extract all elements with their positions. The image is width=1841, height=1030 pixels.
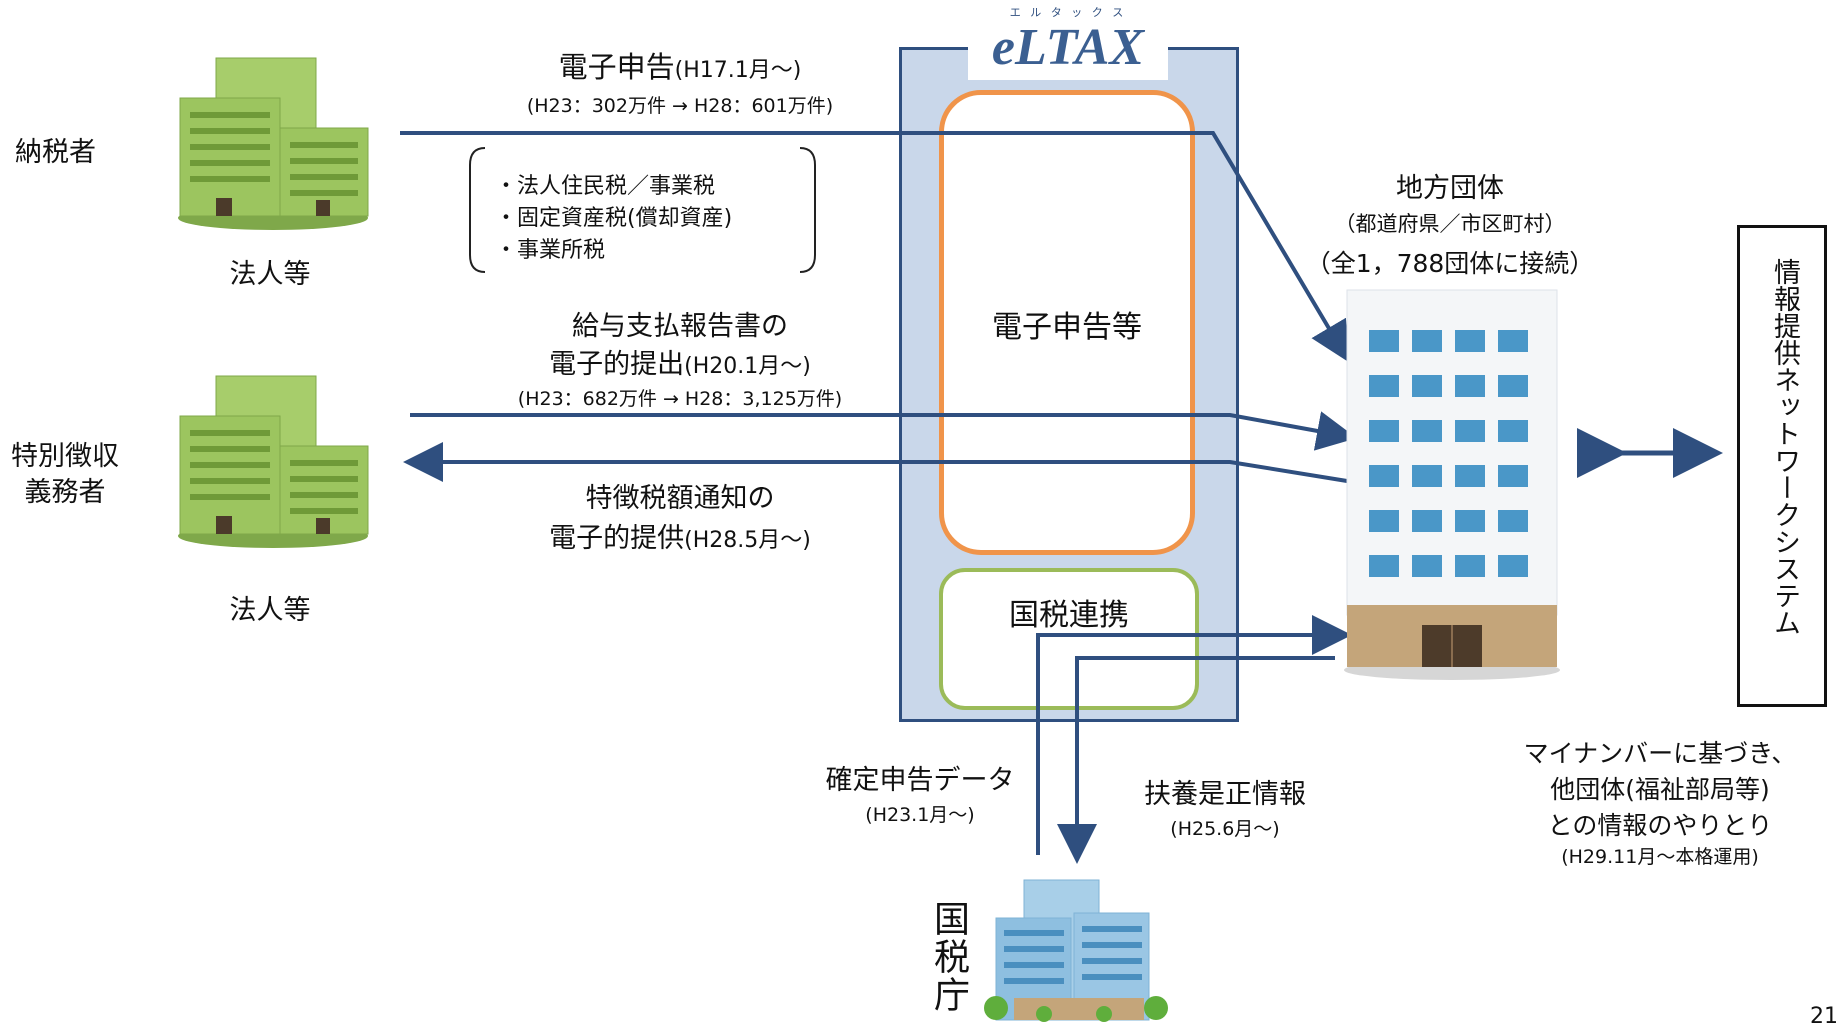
e-filing-since: (H17.1月～) — [674, 58, 802, 83]
special-notice-arrow — [403, 442, 1348, 483]
nta-building-icon — [984, 879, 1168, 1022]
final-return-since: (H23.1月～) — [865, 804, 975, 826]
e-filing-box — [939, 90, 1195, 555]
dependent-fix-since: (H25.6月～) — [1170, 818, 1280, 840]
tax-item-1: ・法人住民税／事業税 — [495, 174, 716, 199]
dependent-fix-title: 扶養是正情報 — [1144, 779, 1306, 810]
local-gov-building-icon — [1344, 289, 1560, 680]
special-notice-line1: 特徴税額通知の — [585, 483, 775, 514]
network-system-label: 情報提供ネットワークシステム — [1769, 258, 1800, 636]
salary-report-line2-text: 電子的提出 — [549, 349, 685, 380]
eltax-logo: エ ル タ ッ ク ス eLTAX — [968, 0, 1168, 80]
page-number: 21 — [1810, 1004, 1838, 1029]
special-notice-line2-text: 電子的提供 — [549, 523, 685, 554]
tax-item-2: ・固定資産税(償却資産) — [495, 206, 733, 231]
salary-report-line1: 給与支払報告書の — [572, 311, 788, 342]
withholder-building-icon — [178, 375, 369, 548]
withholder-label-line1: 特別徴収 — [11, 441, 119, 472]
final-return-title: 確定申告データ — [825, 765, 1015, 796]
special-notice-since: (H28.5月～) — [684, 528, 811, 553]
local-gov-connected: （全1，788団体に接続） — [1305, 249, 1595, 278]
salary-report-arrow — [410, 411, 1357, 451]
nta-label: 国税庁 — [928, 900, 969, 1014]
salary-report-since: (H20.1月～) — [684, 354, 811, 379]
local-gov-sub: （都道府県／市区町村） — [1334, 212, 1566, 236]
network-note-line1: マイナンバーに基づき、 — [1523, 739, 1797, 768]
tax-item-3: ・事業所税 — [495, 238, 606, 263]
e-filing-arrow — [400, 131, 1350, 363]
eltax-logo-text: eLTAX — [991, 19, 1145, 76]
taxpayer-building-icon — [178, 57, 369, 230]
e-filing-box-label: 電子申告等 — [992, 310, 1142, 345]
taxpayer-label: 納税者 — [15, 137, 96, 168]
salary-report-stats: (H23：682万件 → H28：3,125万件) — [517, 388, 843, 410]
network-note-line3: との情報のやりとり — [1547, 811, 1773, 840]
network-system-box — [1737, 225, 1827, 707]
salary-report-line2: 電子的提出(H20.1月～) — [470, 342, 890, 381]
network-note-line2: 他団体(福祉部局等) — [1550, 775, 1770, 804]
tax-items-bracket-right — [799, 147, 816, 273]
national-link-box — [939, 568, 1199, 710]
e-filing-title-text: 電子申告 — [558, 50, 675, 84]
special-notice-line2: 電子的提供(H28.5月～) — [470, 516, 890, 555]
taxpayer-building-label: 法人等 — [229, 259, 311, 290]
local-gov-title: 地方団体 — [1396, 173, 1504, 204]
eltax-logo-ruby: エ ル タ ッ ク ス — [1009, 6, 1127, 19]
e-filing-title: 電子申告(H17.1月～) — [480, 44, 880, 86]
withholder-building-label: 法人等 — [229, 595, 311, 626]
final-return-arrow — [1036, 615, 1352, 855]
e-filing-stats: (H23：302万件 → H28：601万件) — [526, 95, 834, 117]
withholder-label-line2: 義務者 — [24, 477, 106, 508]
tax-items-bracket-left — [469, 147, 486, 273]
network-note-since: (H29.11月～本格運用) — [1561, 846, 1759, 868]
national-link-box-label: 国税連携 — [1009, 598, 1129, 633]
dependent-fix-arrow — [1057, 656, 1335, 864]
